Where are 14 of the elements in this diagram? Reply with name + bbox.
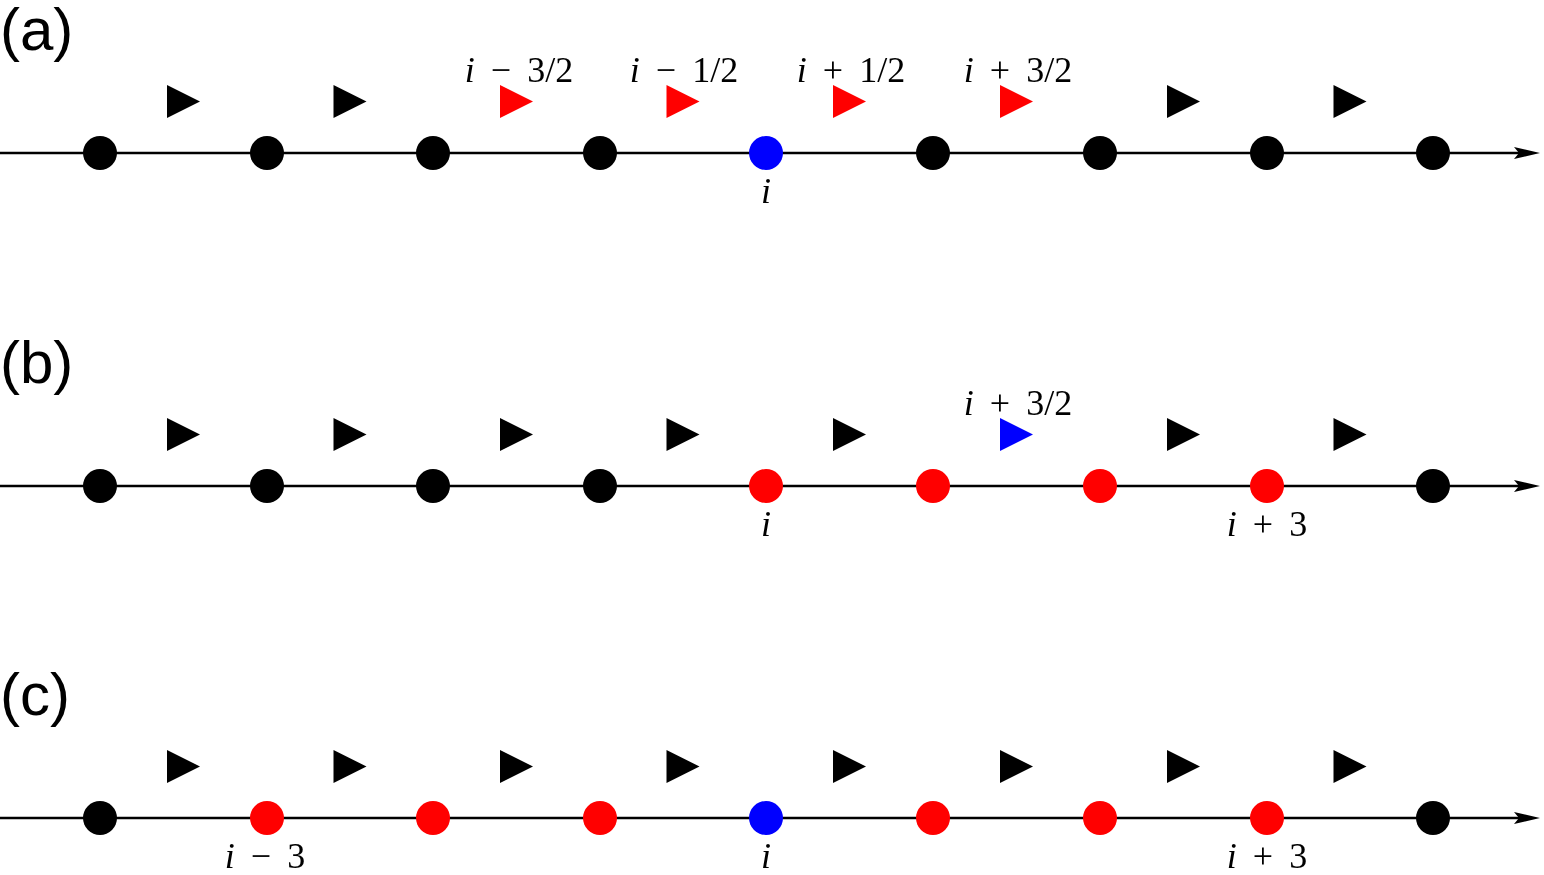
- index-label: i − 3/2: [464, 52, 574, 88]
- index-label: i − 3: [224, 838, 306, 874]
- index-label: i: [761, 838, 771, 874]
- panel-label: (c): [0, 665, 70, 725]
- index-label: i + 3: [1226, 838, 1308, 874]
- index-label: i − 1/2: [629, 52, 739, 88]
- panel-label: (b): [0, 333, 74, 393]
- index-label: i + 3/2: [963, 385, 1073, 421]
- index-label: i + 3/2: [963, 52, 1073, 88]
- index-label: i + 3: [1226, 506, 1308, 542]
- index-label: i: [761, 506, 771, 542]
- index-label: i + 1/2: [796, 52, 906, 88]
- index-label: i: [761, 173, 771, 209]
- panel-label: (a): [0, 0, 74, 60]
